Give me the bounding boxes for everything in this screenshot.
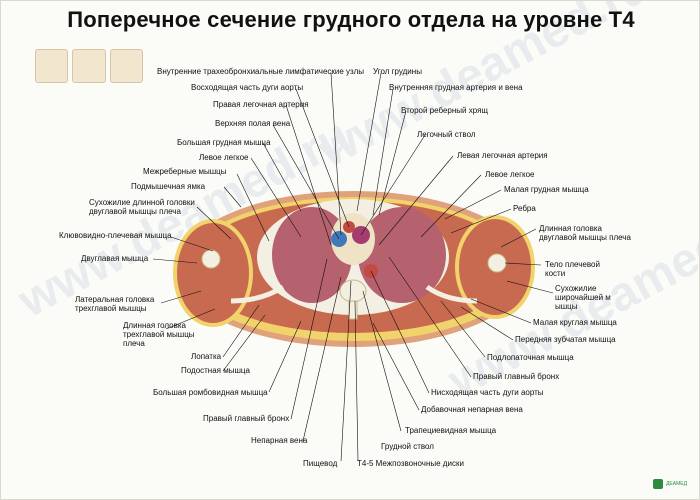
label-biceps: Двуглавая мышца	[81, 254, 149, 263]
label-pulmonary-trunk: Легочный ствол	[417, 130, 476, 139]
label-right-main-bronchus-2: Правый главный бронх	[203, 414, 290, 423]
label-humerus-body: Тело плечевой кости	[545, 260, 600, 278]
right-scapula	[230, 284, 285, 304]
label-triceps-long-head: Длинная головка трехглавой мышцы плеча	[123, 321, 195, 348]
left-lung	[358, 207, 446, 303]
orientation-thumbnails	[35, 49, 143, 83]
left-scapula	[425, 284, 478, 304]
label-intervertebral-discs: T4-5 Межпозвоночные диски	[357, 459, 464, 468]
label-trapezius: Трапециевидная мышца	[405, 426, 497, 435]
label-thoracic-trunk: Грудной ствол	[381, 442, 434, 451]
right-humerus	[201, 249, 221, 269]
publisher-logo: ДЕАМЕД	[653, 479, 687, 489]
label-second-costal-cartilage: Второй реберный хрящ	[401, 106, 489, 115]
label-triceps-lateral-head: Латеральная головка трехглавой мышцы	[75, 295, 155, 313]
label-tracheobronchial-nodes: Внутренние трахеобронхиальные лимфатичес…	[157, 67, 365, 76]
label-descending-aorta: Нисходящая часть дуги аорты	[431, 388, 544, 397]
label-left-lung: Левое легкое	[485, 170, 535, 179]
logo-text: ДЕАМЕД	[666, 480, 687, 487]
label-pectoralis-minor: Малая грудная мышца	[504, 185, 589, 194]
label-internal-thoracic: Внутренняя грудная артерия и вена	[389, 83, 523, 92]
torso-thumbnail	[35, 49, 69, 83]
label-intercostal-muscles: Межреберные мышцы	[143, 167, 227, 176]
label-lung: Левое легкое	[199, 153, 249, 162]
label-coracobrachialis: Клювовидно-плечевая мышца	[59, 231, 172, 240]
leader-lines	[152, 72, 554, 462]
label-teres-minor: Малая круглая мышца	[533, 318, 617, 327]
label-right-pulmonary-artery: Правая легочная артерия	[213, 100, 309, 109]
label-rhomboid-major: Большая ромбовидная мышца	[153, 388, 268, 397]
label-azygos-vein: Непарная вена	[251, 436, 308, 445]
label-sternal-angle: Угол грудины	[373, 67, 422, 76]
vertebra-t4	[339, 279, 367, 303]
left-humerus	[487, 253, 507, 273]
label-ascending-aorta: Восходящая часть дуги аорты	[191, 83, 304, 92]
label-superior-vena-cava: Верхняя полая вена	[215, 119, 291, 128]
label-subscapularis: Подлопаточная мышца	[487, 353, 574, 362]
label-right-main-bronchus: Правый главный бронх	[473, 372, 560, 381]
label-scapula: Лопатка	[191, 352, 222, 361]
torso-thumbnail	[109, 49, 143, 83]
logo-icon	[653, 479, 664, 489]
label-accessory-hemiazygos: Добавочная непарная вена	[421, 405, 523, 414]
right-arm	[173, 219, 253, 327]
page-title: Поперечное сечение грудного отдела на ур…	[67, 7, 635, 32]
label-esophagus: Пищевод	[303, 459, 338, 468]
label-biceps-long-head: Длинная головка двуглавой мышцы плеча	[539, 224, 631, 242]
label-axillary-fossa: Подмышечная ямка	[131, 182, 206, 191]
label-serratus-anterior: Передняя зубчатая мышца	[515, 335, 616, 344]
torso-thumbnail	[72, 49, 106, 83]
label-latissimus-tendon: Сухожилие широчайшей м ышцы	[555, 284, 611, 311]
label-ribs: Ребра	[513, 204, 536, 213]
label-infraspinatus: Подостная мышца	[181, 366, 250, 375]
label-pectoralis-major: Большая грудная мышца	[177, 138, 271, 147]
spinous-process	[348, 300, 358, 320]
label-left-pulmonary-artery: Левая легочная артерия	[457, 151, 548, 160]
right-lung	[272, 207, 352, 303]
label-biceps-long-tendon: Сухожилие длинной головки двуглавой мышц…	[89, 198, 195, 216]
